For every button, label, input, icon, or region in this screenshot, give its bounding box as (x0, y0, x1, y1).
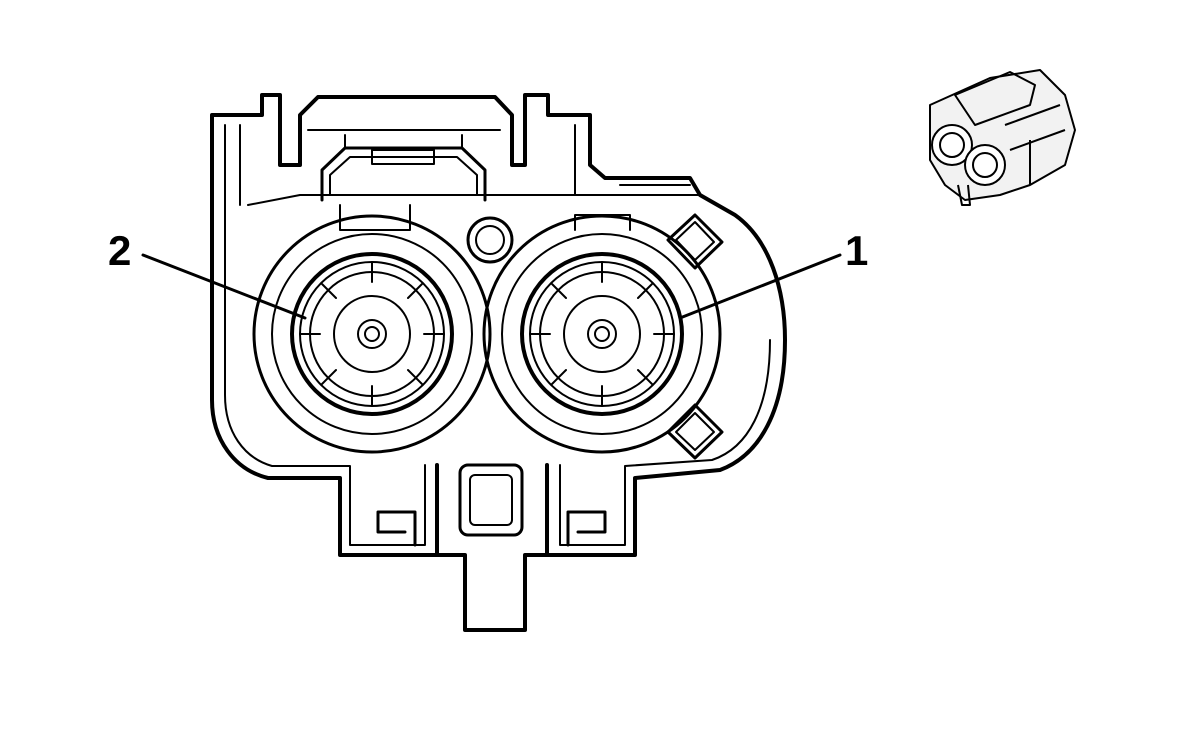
top-latch (307, 129, 501, 231)
pin-2-label: 2 (108, 227, 132, 274)
cavity-1 (482, 214, 722, 454)
connector-housing (210, 93, 787, 632)
keying-hole (466, 216, 514, 264)
cavity-2 (252, 214, 492, 454)
leader-line-2 (141, 253, 307, 320)
bottom-tab (376, 463, 607, 547)
leader-line-1 (678, 253, 842, 320)
pin-1-label: 1 (845, 227, 869, 274)
keying-diamonds (666, 213, 724, 460)
connector-thumbnail (929, 69, 1076, 206)
